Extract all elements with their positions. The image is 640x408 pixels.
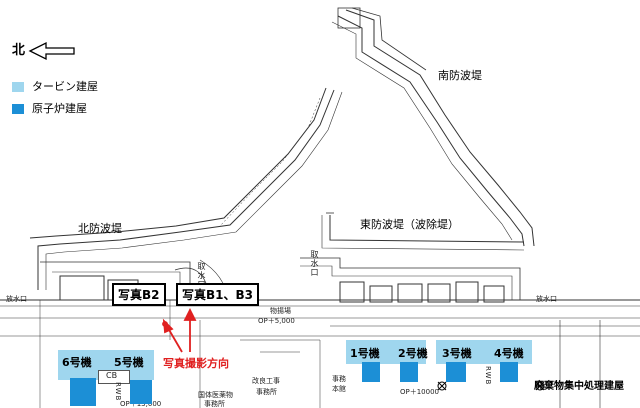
reactor-building-5 xyxy=(130,380,152,404)
op-5000-label: OP＋5,000 xyxy=(258,317,295,325)
unit-3-label: 3号機 xyxy=(442,347,472,360)
photo-b2-box: 写真B2 xyxy=(112,283,166,306)
cb-5-6 xyxy=(98,370,130,384)
reactor-building-2 xyxy=(400,362,418,382)
waste-building-label: 廃棄物集中処理建屋 xyxy=(534,381,624,392)
turbine-building-3-4 xyxy=(436,340,532,364)
reactor-building-3 xyxy=(446,362,466,382)
pharma-label: 国体医薬物 xyxy=(198,391,233,399)
intake-left-label: 放水口 xyxy=(6,295,27,303)
reactor-building-4 xyxy=(500,362,518,382)
reactor-building-6 xyxy=(70,378,96,406)
legend-label-reactor: 原子炉建屋 xyxy=(32,102,87,115)
shuppu-label: 取水口 xyxy=(197,262,206,289)
turbine-building-1-2 xyxy=(346,340,426,364)
stack-icon xyxy=(437,381,545,391)
north-arrow-icon xyxy=(28,41,75,61)
rwb-left-label: RWB xyxy=(114,382,122,402)
op-13000-label: OP＋13,000 xyxy=(120,400,162,408)
photo-direction-label: 写真撮影方向 xyxy=(163,357,229,370)
jimu-bld-label: 本館 xyxy=(332,385,346,393)
east-breakwater-label: 東防波堤（波除堤） xyxy=(360,218,459,231)
unit-4-label: 4号機 xyxy=(494,347,524,360)
legend-swatch-turbine xyxy=(12,82,24,92)
unit-2-label: 2号機 xyxy=(398,347,428,360)
office-left-label: 事務所 xyxy=(204,400,225,408)
jimu-label: 事務 xyxy=(332,375,346,383)
intake-mid-label: 放水口 xyxy=(536,295,557,303)
unload-pier-label: 物揚場 xyxy=(270,307,291,315)
photo-b1-b3-box: 写真B1、B3 xyxy=(176,283,259,306)
kaiko-label: 改良工事 xyxy=(252,377,280,385)
kaiko-office-label: 事務所 xyxy=(256,388,277,396)
legend-swatch-reactor xyxy=(12,104,24,114)
unit-6-label: 6号機 xyxy=(62,356,92,369)
unit-1-label: 1号機 xyxy=(350,347,380,360)
unit-5-label: 5号機 xyxy=(114,356,144,369)
south-breakwater-label: 南防波堤 xyxy=(438,69,482,82)
north-label: 北 xyxy=(12,43,26,58)
cb-label: CB xyxy=(106,371,118,380)
op-10000-label: OP＋10000 xyxy=(400,388,439,396)
rwb-right-label: RWB xyxy=(484,366,492,386)
photo-direction-arrows xyxy=(162,307,197,353)
intake-right-label: 取水口 xyxy=(310,250,319,277)
north-breakwater-label: 北防波堤 xyxy=(78,222,122,235)
legend-label-turbine: タービン建屋 xyxy=(32,80,98,93)
reactor-building-1 xyxy=(362,362,380,382)
